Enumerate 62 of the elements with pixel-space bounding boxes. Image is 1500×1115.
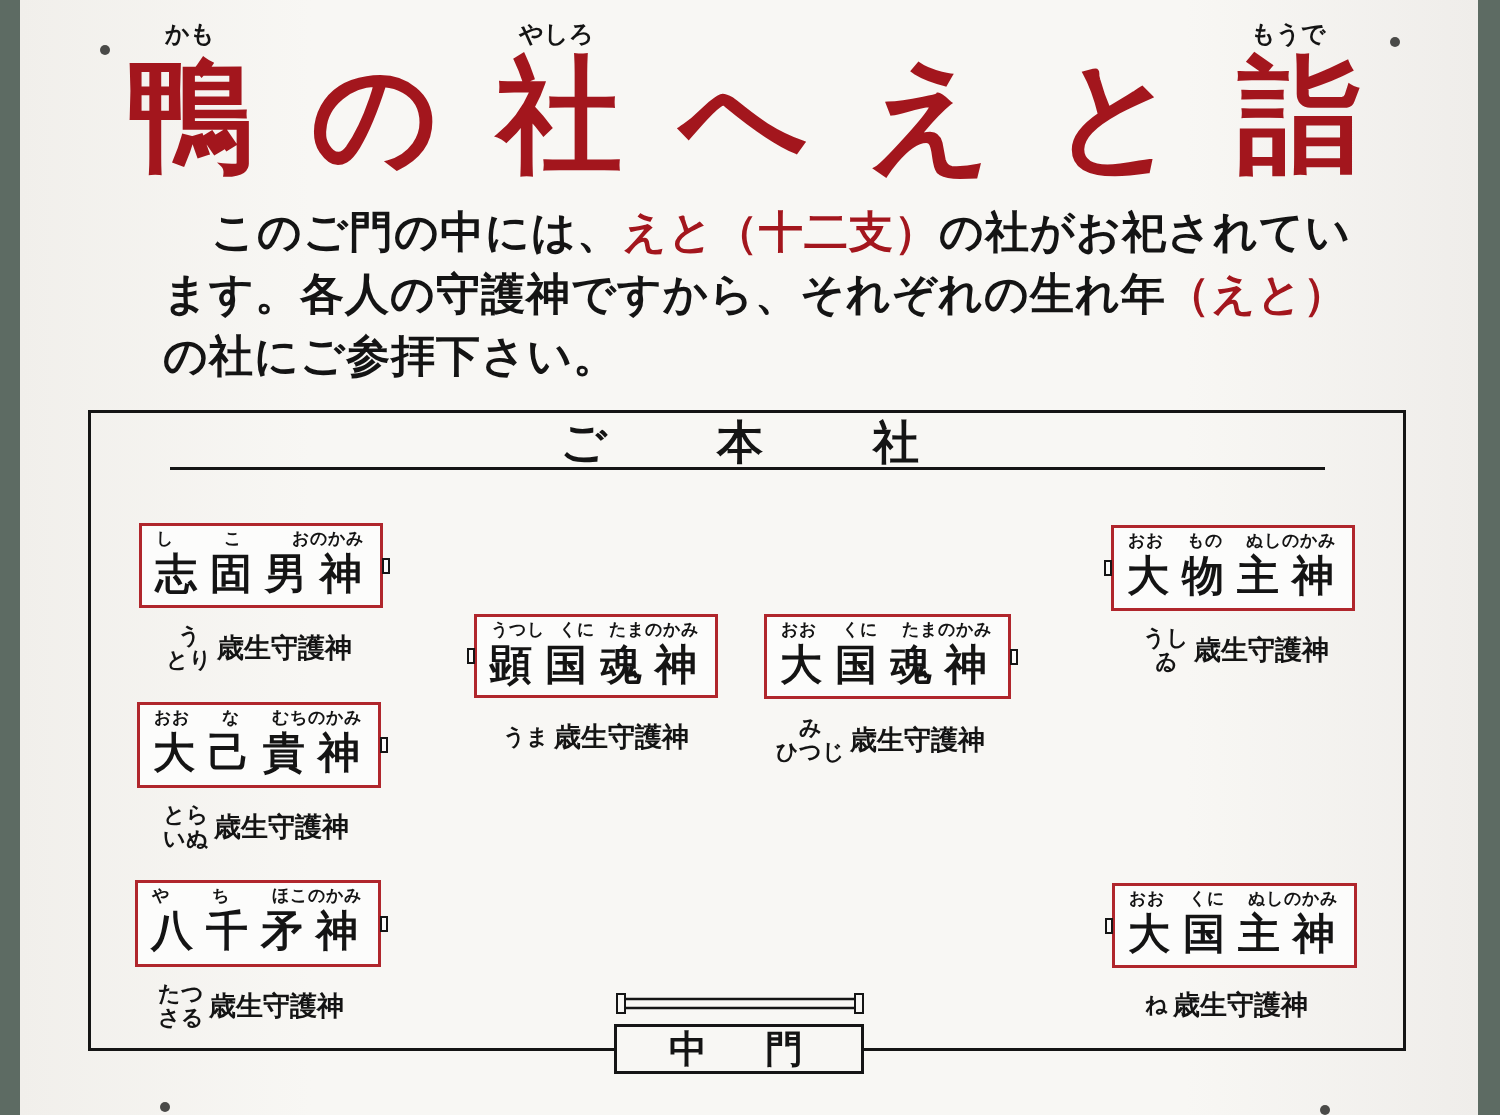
shrine-name: 八千矛神	[151, 907, 371, 955]
zodiac-reading: とり	[166, 648, 212, 672]
guardian-caption: 歳生守護神	[1194, 634, 1329, 666]
sign-title: 鴨の社へえと詣	[128, 52, 1421, 177]
furigana-text: や	[152, 885, 170, 905]
guardian-caption: 歳生守護神	[214, 811, 349, 843]
zodiac-reading: うま	[503, 725, 549, 749]
shrine-name: 志固男神	[155, 550, 375, 598]
zodiac-reading: う	[177, 624, 201, 648]
zodiac-reading: ゐ	[1154, 650, 1178, 674]
shrine-name: 大国魂神	[780, 641, 1000, 689]
gate-name: 中門	[669, 1028, 861, 1070]
furigana-text: ほこのかみ	[272, 885, 362, 905]
shrine-plaque	[764, 614, 1011, 699]
zodiac-reading: ひつじ	[776, 740, 845, 764]
furigana-text: な	[222, 707, 240, 727]
zodiac-reading: いぬ	[163, 827, 209, 851]
furigana-text: おお	[1129, 888, 1165, 908]
zodiac-reading: さる	[158, 1006, 204, 1030]
furigana-text: たまのかみ	[902, 619, 992, 639]
furigana-text: うつし	[491, 619, 545, 639]
furigana-text: たまのかみ	[609, 619, 699, 639]
shrine-plaque	[1112, 883, 1357, 968]
shrine-name: 大国主神	[1128, 910, 1348, 958]
section-heading: ご本社	[560, 416, 1029, 468]
zodiac-reading: たつ	[158, 982, 204, 1006]
furigana-text: くに	[1188, 888, 1225, 908]
furigana-text: やしろ	[518, 20, 594, 48]
zodiac-reading: うし	[1143, 626, 1189, 650]
gate-box	[614, 1024, 864, 1074]
shrine-name: 大己貴神	[153, 729, 373, 777]
zodiac-reading: み	[799, 716, 822, 740]
guardian-caption: 歳生守護神	[217, 632, 352, 664]
shrine-plaque	[474, 614, 718, 698]
guardian-caption: 歳生守護神	[554, 721, 689, 753]
furigana-text: ぬしのかみ	[1246, 530, 1336, 550]
furigana-text: くに	[841, 619, 878, 639]
furigana-text: おのかみ	[292, 528, 364, 548]
shrine-plaque	[137, 702, 381, 788]
shrine-name: 大物主神	[1127, 552, 1347, 600]
shrine-plaque	[1111, 525, 1355, 611]
furigana-text: おお	[1128, 530, 1164, 550]
zodiac-reading: ね	[1145, 993, 1168, 1017]
furigana-text: おお	[781, 619, 817, 639]
intro-paragraph: このご門の中には、えと（十二支）の社がお祀されています。各人の守護神ですから、それぞれの生れ年（えと）の社にご参拝下さい。	[163, 205, 1352, 383]
furigana-text: こ	[224, 528, 242, 548]
shrine-plaque	[135, 880, 381, 967]
furigana-text: もの	[1187, 530, 1223, 550]
guardian-caption: 歳生守護神	[850, 724, 985, 756]
furigana-text: ぬしのかみ	[1248, 888, 1338, 908]
guardian-caption: 歳生守護神	[1173, 989, 1308, 1021]
zodiac-reading: とら	[163, 803, 209, 827]
furigana-text: ち	[212, 885, 230, 905]
furigana-text: もうで	[1250, 20, 1326, 48]
furigana-text: むちのかみ	[272, 707, 362, 727]
furigana-text: し	[156, 528, 174, 548]
furigana-text: くに	[559, 619, 595, 639]
furigana-text: おお	[154, 707, 190, 727]
furigana-text: かも	[165, 20, 215, 48]
shrine-plaque	[139, 523, 383, 608]
guardian-caption: 歳生守護神	[209, 990, 344, 1022]
shrine-name: 顕国魂神	[490, 641, 710, 689]
